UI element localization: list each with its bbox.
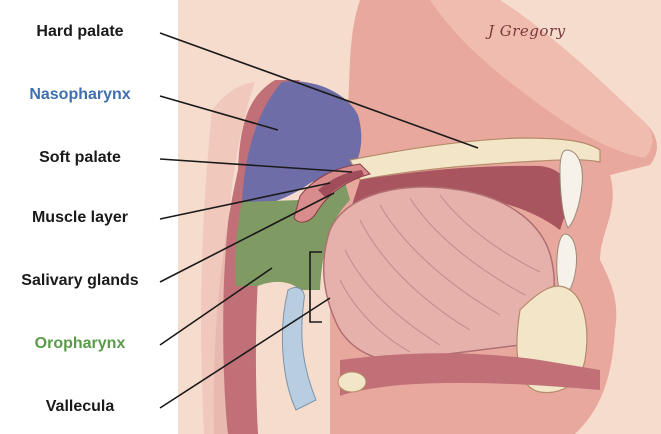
artist-signature: J Gregory — [488, 22, 566, 40]
label-oropharynx: Oropharynx — [0, 335, 160, 353]
label-vallecula: Vallecula — [0, 398, 160, 416]
label-hard-palate: Hard palate — [0, 23, 160, 41]
label-muscle-layer: Muscle layer — [0, 209, 160, 227]
hyoid-bone — [338, 372, 366, 392]
label-salivary-glands: Salivary glands — [0, 272, 160, 290]
label-soft-palate: Soft palate — [0, 149, 160, 167]
label-nasopharynx: Nasopharynx — [0, 86, 160, 104]
